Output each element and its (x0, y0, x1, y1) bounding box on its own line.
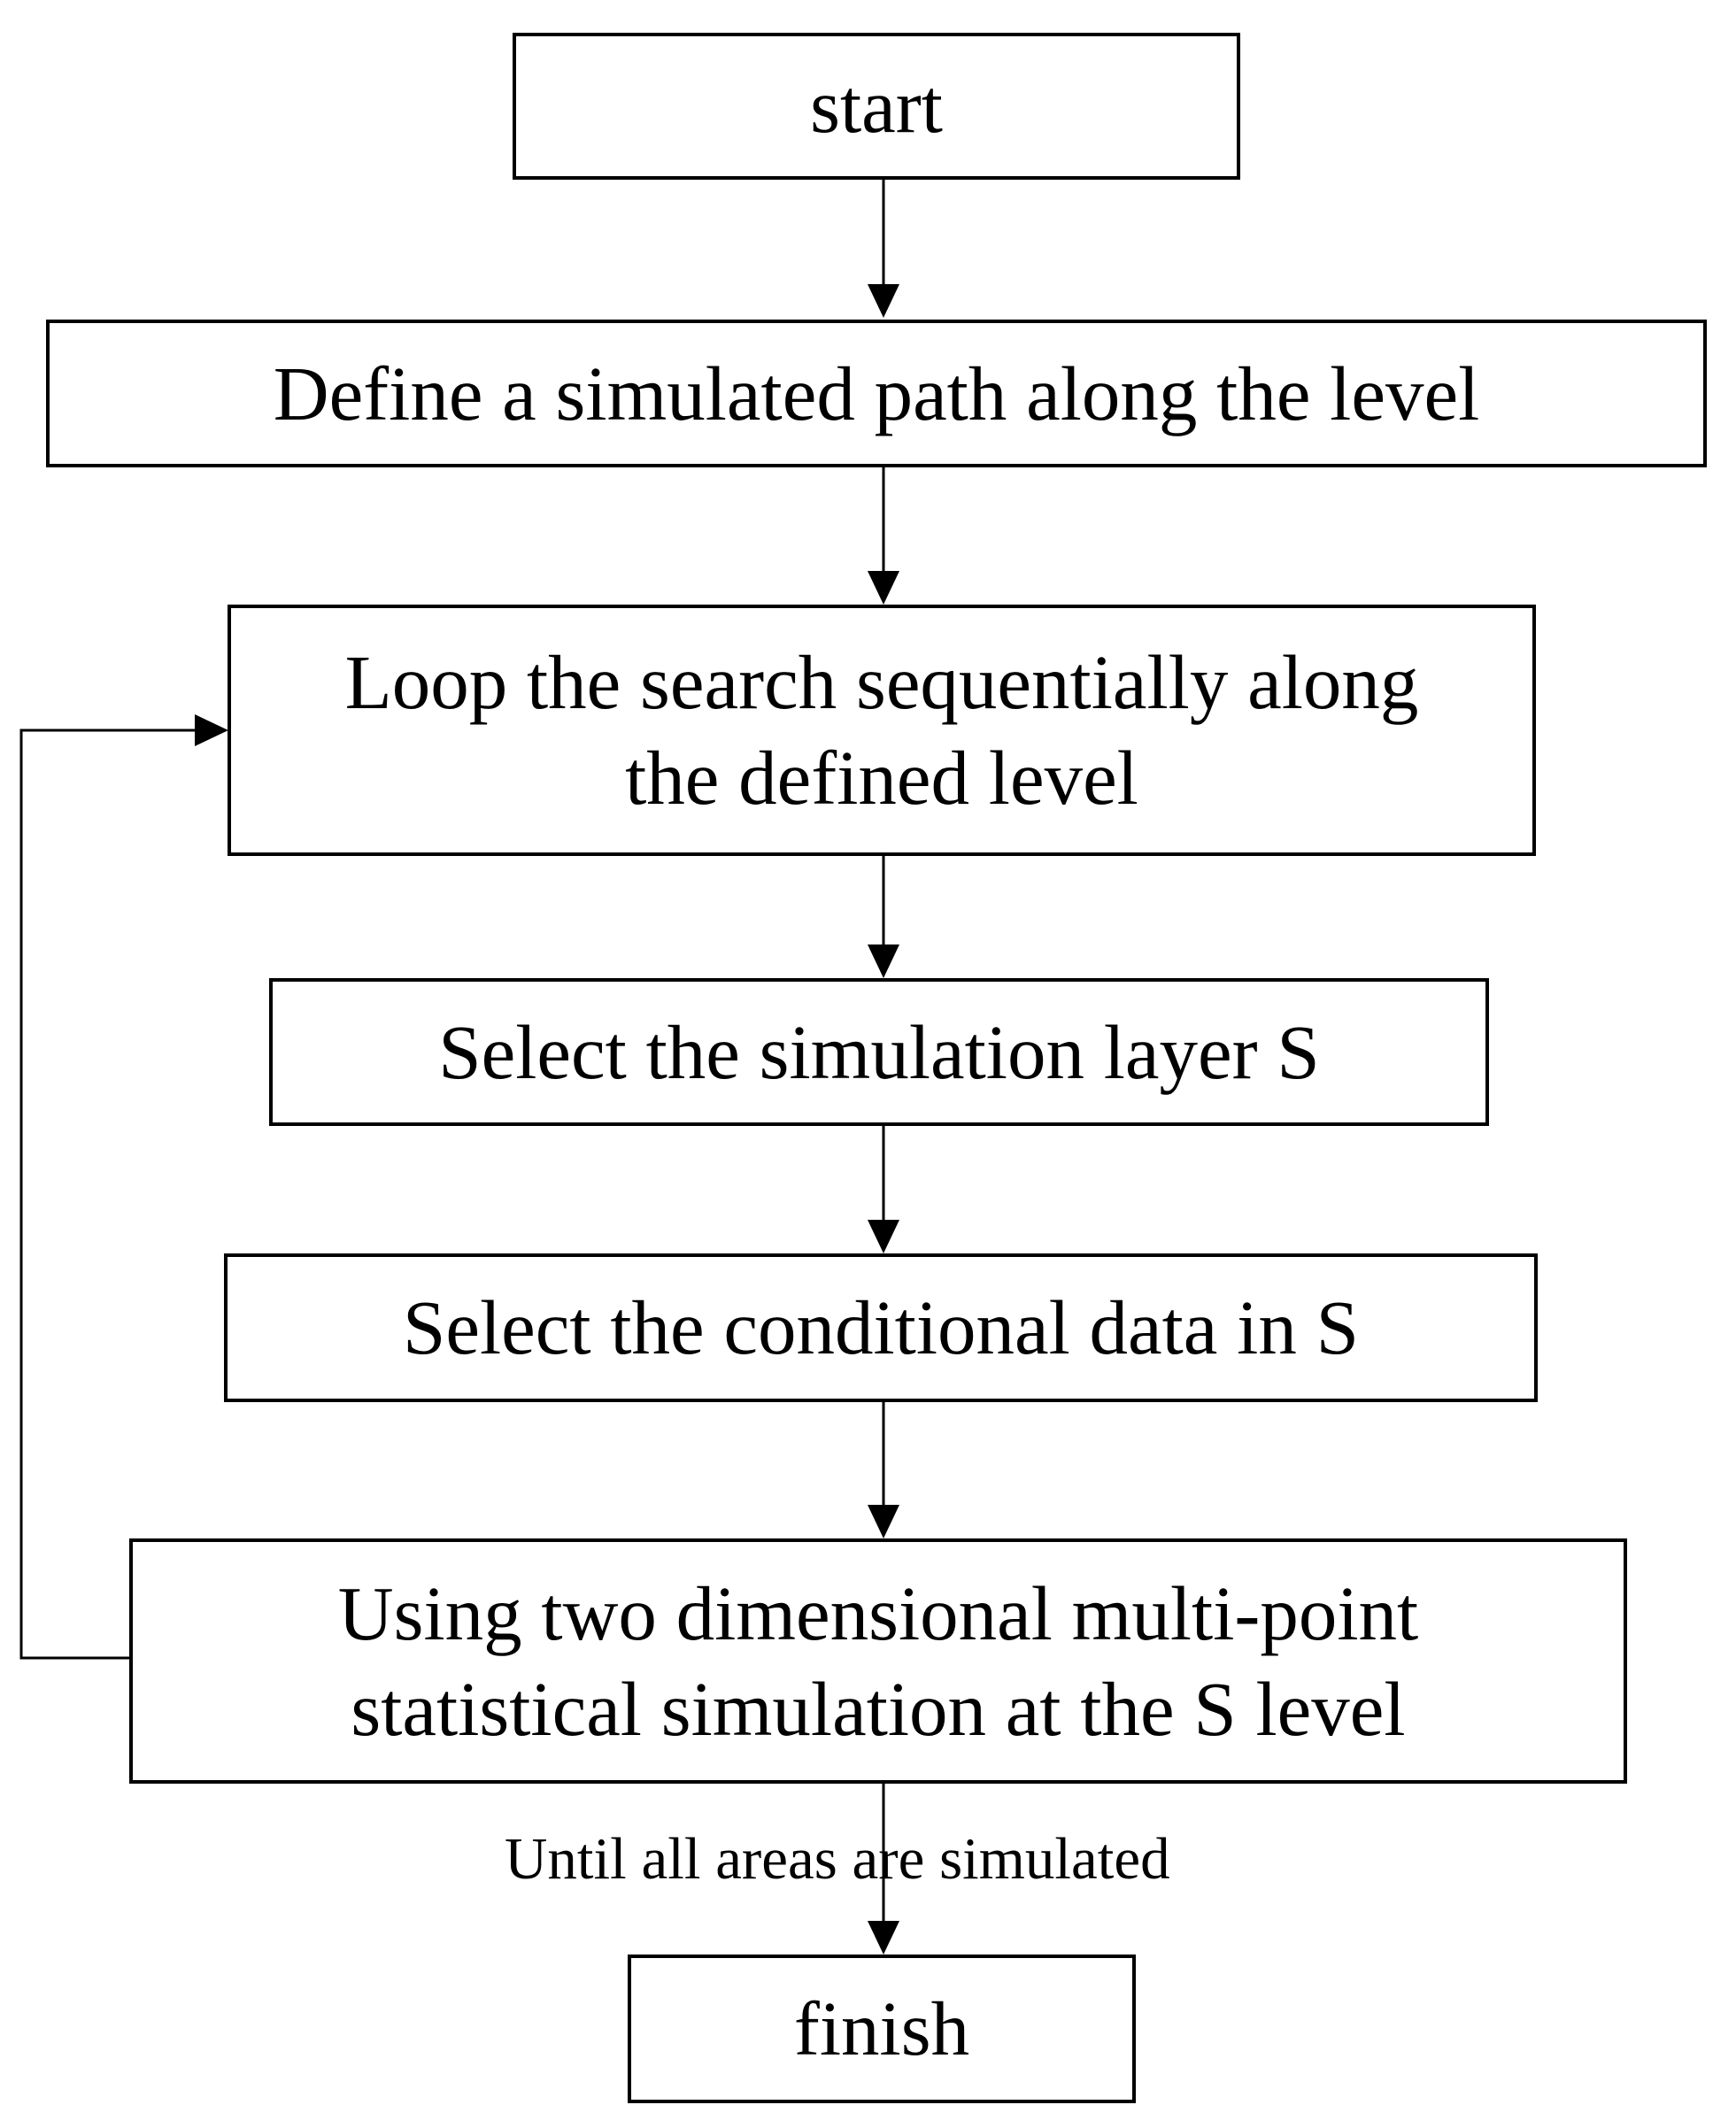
arrowhead-mps-to-finish (868, 1921, 899, 1955)
step-finish-label: finish (793, 1985, 970, 2071)
step-define-path-label: Define a simulated path along the level (273, 350, 1480, 436)
arrowhead-loop-to-select-layer (868, 944, 899, 978)
step-mps-simulation-line-2: statistical simulation at the S level (351, 1665, 1406, 1752)
step-define-path: Define a simulated path along the level (46, 320, 1707, 467)
step-loop-search-line-2: the defined level (625, 735, 1138, 821)
step-loop-search-line-1: Loop the search sequentially along (344, 639, 1419, 725)
arrow-loop-back (19, 729, 195, 1660)
step-select-conditional: Select the conditional data in S (224, 1253, 1538, 1402)
step-select-layer-label: Select the simulation layer S (438, 1008, 1320, 1095)
step-start-label: start (810, 63, 943, 149)
step-select-conditional-label: Select the conditional data in S (403, 1284, 1359, 1370)
arrowhead-define-to-loop (868, 571, 899, 605)
arrowhead-select-layer-to-conditional (868, 1220, 899, 1253)
arrowhead-start-to-define (868, 284, 899, 318)
step-select-layer: Select the simulation layer S (269, 978, 1489, 1126)
arrowhead-conditional-to-mps (868, 1505, 899, 1538)
step-loop-search: Loop the search sequentially along the d… (228, 605, 1536, 856)
step-finish: finish (628, 1955, 1136, 2103)
loop-condition-label: Until all areas are simulated (505, 1826, 1170, 1892)
step-start: start (513, 33, 1240, 180)
step-mps-simulation-line-1: Using two dimensional multi-point (337, 1569, 1419, 1656)
step-mps-simulation: Using two dimensional multi-point statis… (129, 1538, 1627, 1784)
arrowhead-loop-back (195, 714, 228, 746)
